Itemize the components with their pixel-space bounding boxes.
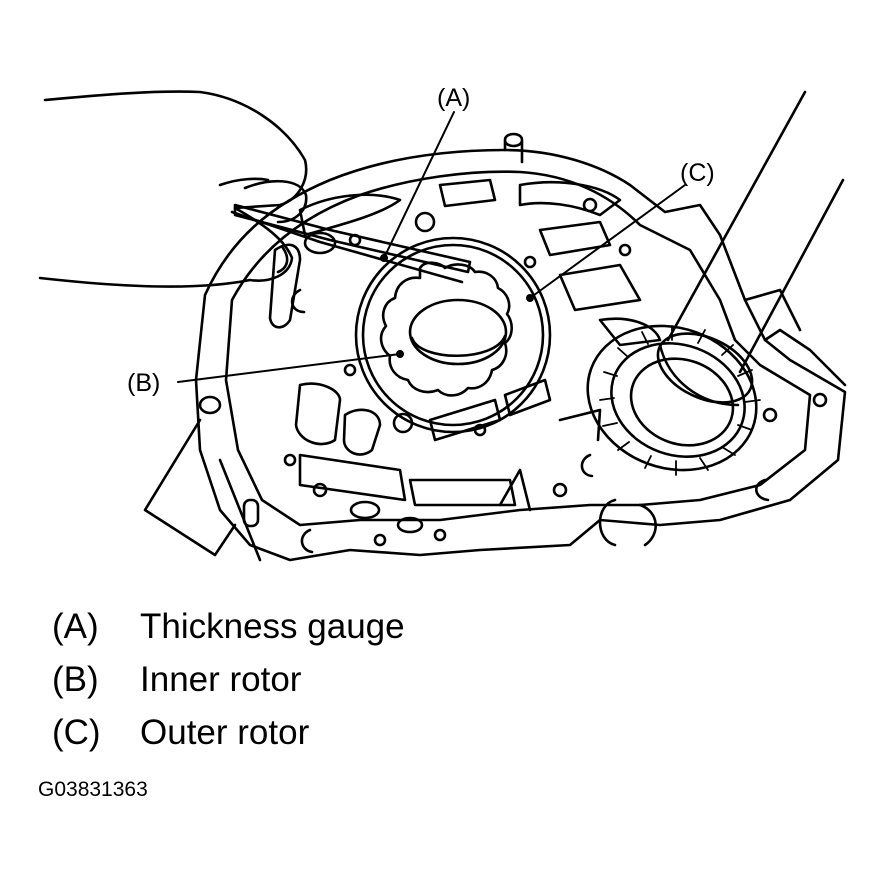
c-opening-6	[290, 288, 306, 314]
oil-channel-11	[438, 178, 497, 208]
leader-line-c	[529, 184, 686, 299]
bearing-race	[629, 357, 735, 447]
housing-bottom-rib-2	[498, 468, 532, 512]
oil-channel-1	[298, 193, 402, 237]
bearing-balls	[599, 325, 761, 476]
bolt-hole-13	[552, 482, 568, 498]
bolt-hole-15	[812, 392, 828, 408]
finger-tip	[276, 246, 289, 274]
leader-dot-a	[380, 254, 388, 262]
oil-channel-6	[503, 378, 552, 417]
legend-item-outer-rotor: (C) Outer rotor	[52, 710, 832, 763]
leader-line-a	[383, 111, 455, 259]
legend: (A) Thickness gauge (B) Inner rotor (C) …	[52, 604, 832, 763]
housing-bottom-rib	[558, 408, 602, 442]
inner-rotor-bore-depth	[410, 334, 507, 358]
inner-rotor	[379, 261, 513, 397]
oil-channel-13	[408, 478, 517, 507]
housing-inner-contour	[224, 170, 812, 527]
legend-key: (C)	[52, 713, 101, 752]
housing-frame-left	[143, 418, 237, 557]
c-opening-1	[598, 498, 617, 547]
bolt-hole-7	[582, 197, 598, 213]
callout-a: (A)	[437, 84, 470, 112]
bolt-hole-1	[414, 211, 436, 233]
oil-pump-illustration: (A) (B) (C)	[38, 84, 847, 562]
leader-dot-c	[526, 294, 534, 302]
bolt-hole-9	[312, 482, 328, 498]
c-opening-4	[580, 453, 594, 478]
bolt-hole-4	[523, 255, 537, 269]
slot-hole-2	[396, 516, 424, 534]
oil-channel-7	[518, 180, 622, 217]
legend-key: (A)	[52, 607, 99, 646]
housing-frame-left-inner	[218, 458, 262, 562]
slot-hole-1	[349, 500, 381, 520]
shaft-upper-edge	[666, 90, 807, 342]
outer-rotor-rim	[361, 243, 545, 427]
legend-label: Thickness gauge	[140, 607, 405, 646]
oil-channel-8	[538, 220, 612, 257]
c-opening-3	[300, 528, 314, 554]
oil-channel-5	[428, 398, 502, 442]
bearing-inner	[610, 342, 746, 458]
oil-channel-12	[298, 453, 407, 502]
housing-right-wall	[763, 328, 847, 387]
oil-channel-2	[268, 243, 302, 329]
thickness-gauge-blade-2	[230, 210, 464, 284]
legend-key: (B)	[52, 660, 99, 699]
figure-id: G03831363	[38, 778, 148, 801]
bolt-hole-10	[283, 453, 297, 467]
legend-item-thickness-gauge: (A) Thickness gauge	[52, 604, 832, 657]
thickness-gauge-blade	[233, 203, 472, 274]
finger-crease	[218, 177, 270, 187]
dowel-pin	[503, 132, 524, 164]
bolt-hole-14	[762, 407, 778, 423]
housing-bolt-left	[242, 498, 260, 528]
slot-hole-3	[198, 395, 222, 415]
oil-channel-4	[342, 408, 382, 456]
gauge-pivot	[303, 231, 337, 255]
c-opening-2	[638, 503, 657, 547]
bolt-hole-11	[373, 533, 387, 547]
callout-c: (C)	[680, 159, 715, 187]
shaft-lower-edge	[738, 178, 845, 374]
housing-right-rib	[743, 288, 802, 332]
bolt-hole-12	[433, 528, 447, 542]
shaft-collar	[658, 343, 740, 407]
legend-label: Outer rotor	[140, 713, 310, 752]
thumb-outline	[243, 179, 308, 224]
legend-label: Inner rotor	[140, 660, 302, 699]
outer-rotor	[354, 236, 552, 434]
bolt-hole-5	[343, 363, 357, 377]
callout-b: (B)	[127, 369, 160, 397]
leader-dot-b	[396, 350, 404, 358]
oil-channel-10	[598, 317, 662, 347]
c-opening-5	[755, 478, 770, 502]
bolt-hole-8	[618, 243, 632, 257]
inner-rotor-bore	[408, 298, 508, 366]
leader-line-b	[177, 353, 401, 383]
legend-item-inner-rotor: (B) Inner rotor	[52, 657, 832, 710]
oil-channel-3	[294, 382, 342, 446]
hand-outline	[38, 90, 308, 288]
oil-channel-9	[558, 263, 642, 312]
